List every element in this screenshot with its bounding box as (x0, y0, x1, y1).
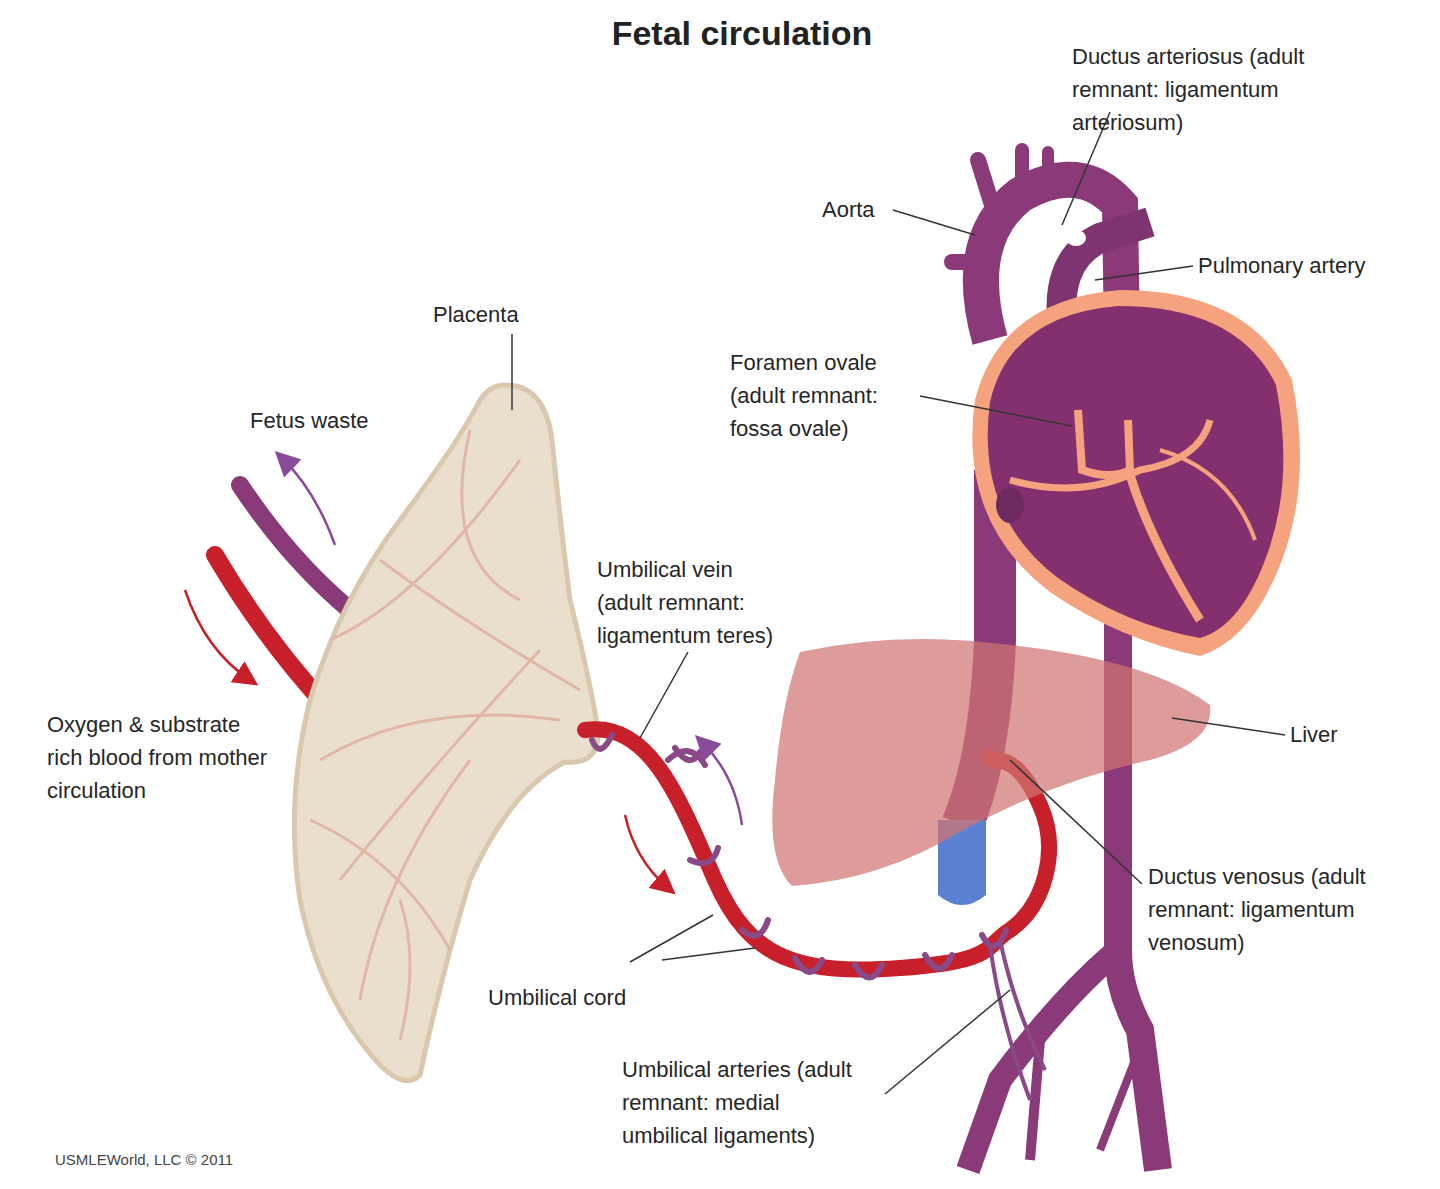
maternal-vein (240, 485, 350, 610)
flow-arrow (282, 458, 335, 545)
anatomy-label: Aorta (822, 193, 912, 226)
liver (772, 639, 1210, 886)
anatomy-label: Ductus arteriosus (adult remnant: ligame… (1072, 40, 1308, 139)
anatomy-label: Umbilical cord (488, 981, 668, 1014)
umbilical-artery-wrap (668, 751, 705, 765)
umbilical-artery-wrap (742, 920, 768, 936)
leader-line (511, 334, 513, 410)
placenta-vessel (320, 715, 560, 760)
ivc-opening (996, 487, 1024, 523)
heart-chambers (988, 306, 1284, 638)
placenta-vessel (330, 460, 520, 640)
anatomy-label: Oxygen & substrate rich blood from mothe… (47, 708, 273, 807)
leader-line (885, 990, 1010, 1094)
leader-line (640, 652, 688, 738)
anatomy-label: Umbilical arteries (adult remnant: media… (622, 1053, 854, 1152)
flow-arrow (185, 590, 250, 680)
umbilical-artery-wrap (795, 958, 822, 972)
umbilical-artery-wrap (925, 955, 952, 969)
placenta-veins (310, 430, 580, 1040)
anatomy-label: Foramen ovale (adult remnant: fossa oval… (730, 346, 920, 445)
placenta-vessel (462, 430, 520, 600)
umbilical-artery-wrap (592, 735, 612, 749)
leader-line (662, 948, 755, 960)
placenta-vessel (310, 820, 450, 950)
placenta-vessel (380, 560, 580, 690)
umbilical-artery (1000, 940, 1045, 1070)
leader-line (1010, 760, 1142, 884)
placenta (294, 385, 598, 1081)
anatomy-label: Pulmonary artery (1198, 249, 1428, 282)
copyright-note: USMLEWorld, LLC © 2011 (55, 1150, 335, 1170)
diagram-title: Fetal circulation (542, 14, 942, 53)
arch-branch (1042, 152, 1054, 182)
anatomy-label: Liver (1290, 718, 1380, 751)
leader-line (893, 210, 975, 235)
ventricle-wall (1160, 450, 1255, 540)
placenta-vessel (340, 650, 540, 880)
valve-plane (1010, 420, 1210, 488)
umbilical-artery-wrap (690, 848, 718, 863)
flow-arrow (702, 742, 742, 825)
arch-branch (952, 254, 985, 270)
heart-outline (972, 290, 1300, 656)
anatomy-label: Umbilical vein (adult remnant: ligamentu… (597, 553, 793, 652)
umbilical-artery (990, 945, 1030, 1100)
flow-arrow (625, 815, 668, 888)
leader-line (1172, 718, 1285, 735)
arch-gap (1066, 230, 1086, 246)
arch-branch (978, 160, 992, 205)
leader-line (920, 396, 1072, 426)
umbilical-artery-wrap (855, 965, 882, 978)
placenta-vessel (360, 760, 470, 1000)
arch-branch (1015, 150, 1029, 190)
anatomy-label: Placenta (433, 298, 563, 331)
placenta-vessel (400, 900, 410, 1040)
atrial-septum (1078, 410, 1130, 475)
anatomy-label: Fetus waste (250, 404, 400, 437)
iliac-branch (1100, 1060, 1135, 1150)
anatomy-label: Ductus venosus (adult remnant: ligamentu… (1148, 860, 1373, 959)
leader-line (1095, 266, 1193, 280)
ventricular-septum (1130, 475, 1200, 620)
